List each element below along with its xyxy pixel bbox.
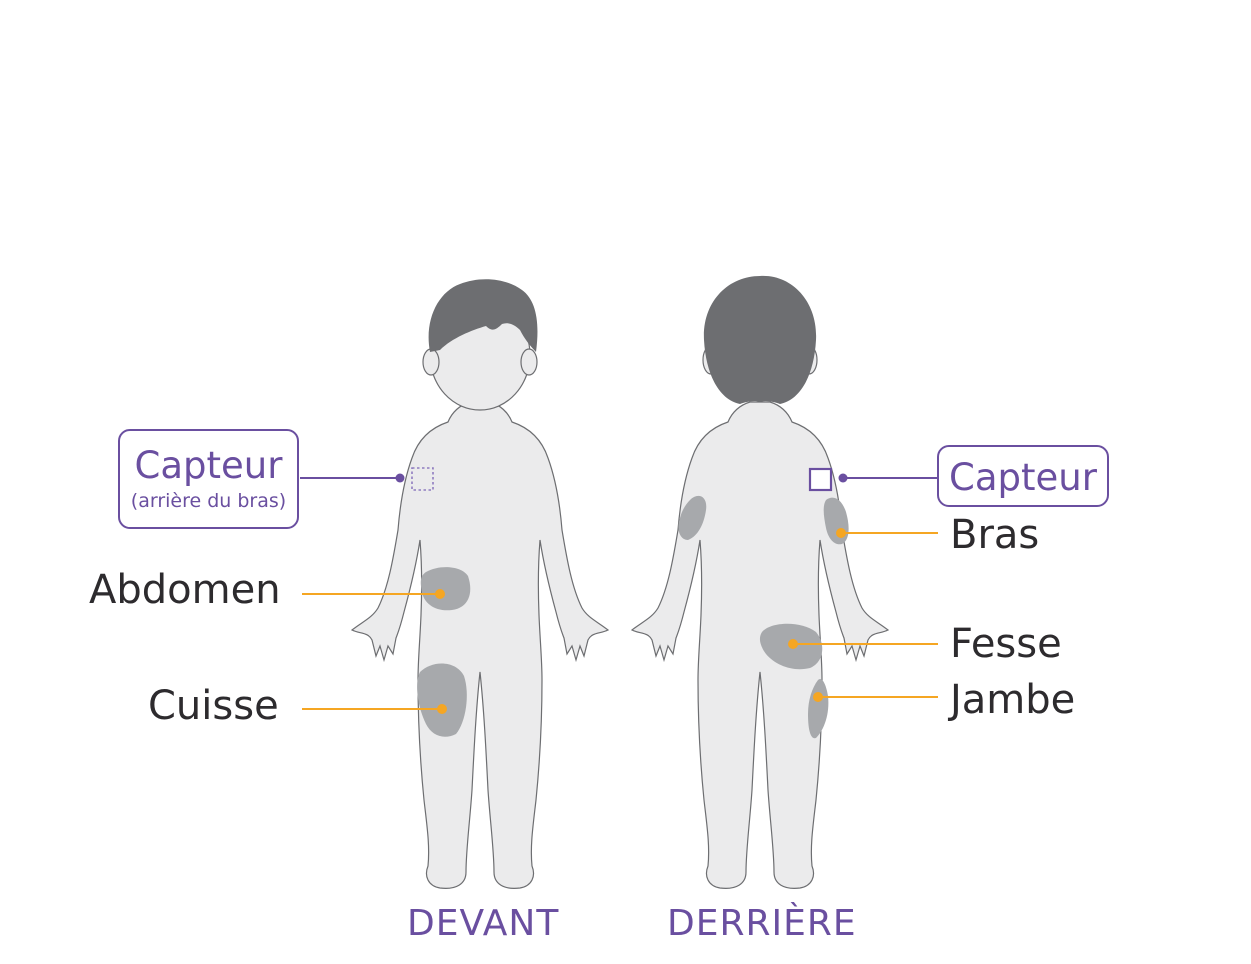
back-body-silhouette	[630, 401, 890, 889]
thigh-dot	[437, 704, 447, 714]
front-ear-right	[520, 348, 538, 376]
back-sensor-dot	[838, 473, 848, 483]
arm-label: Bras	[950, 512, 1040, 558]
front-caption: DEVANT	[407, 903, 560, 944]
front-abdomen-site	[420, 567, 471, 611]
front-body-silhouette	[350, 401, 610, 889]
back-sensor-label: Capteur	[949, 456, 1097, 499]
front-thigh-site	[417, 663, 467, 737]
front-sensor-label-box: Capteur (arrière du bras)	[118, 429, 299, 529]
front-sensor-sublabel: (arrière du bras)	[130, 490, 287, 512]
back-caption: DERRIÈRE	[667, 903, 857, 944]
front-sensor-label: Capteur	[134, 444, 283, 487]
buttock-label: Fesse	[950, 621, 1062, 667]
thigh-label: Cuisse	[148, 683, 279, 729]
back-leg-site	[808, 678, 829, 739]
front-sensor-dot	[395, 473, 405, 483]
front-hair	[428, 279, 538, 352]
back-figure	[630, 275, 890, 889]
back-arm-site-left	[678, 495, 707, 540]
front-figure	[350, 279, 610, 889]
front-ear-left	[422, 348, 440, 376]
abdomen-label: Abdomen	[89, 567, 281, 613]
abdomen-dot	[435, 589, 445, 599]
buttock-dot	[788, 639, 798, 649]
back-hair	[703, 275, 817, 404]
front-sensor-marker	[411, 467, 434, 491]
back-sensor-label-box: Capteur	[937, 445, 1109, 507]
leg-dot	[813, 692, 823, 702]
leg-label: Jambe	[950, 677, 1076, 723]
arm-dot	[836, 528, 846, 538]
back-sensor-marker	[808, 467, 833, 492]
